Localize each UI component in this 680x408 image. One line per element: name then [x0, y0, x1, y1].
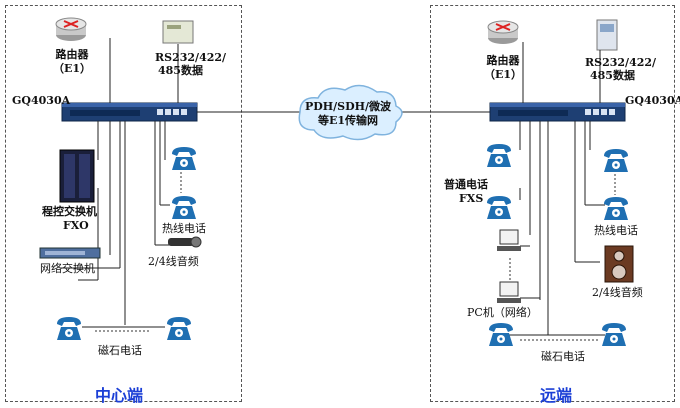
- right-pc-label: PC机（网络）: [467, 306, 538, 319]
- left-router-label: 路由器: [55, 48, 89, 61]
- left-device-label: GQ4030A: [12, 94, 71, 107]
- left-audio-label: 2/4线音频: [148, 255, 199, 268]
- right-hotline-label: 热线电话: [594, 224, 638, 237]
- left-hotline-phone-1-icon: [172, 147, 196, 170]
- cloud-label-2: 等E1传输网: [317, 114, 379, 127]
- pbx-fxo-label: FXO: [63, 219, 89, 232]
- remote-zone-label: 远端: [540, 386, 573, 405]
- speaker-icon: [604, 245, 634, 283]
- right-hotline-phone-1-icon: [604, 149, 628, 172]
- right-device-label: GQ4030A: [625, 94, 680, 107]
- network-switch-icon: [39, 247, 101, 259]
- cloud-label-1: PDH/SDH/微波: [304, 100, 392, 113]
- left-magneto-phone-1-icon: [57, 317, 81, 340]
- left-magneto-phone-2-icon: [167, 317, 191, 340]
- right-fxs-phone-2-icon: [487, 196, 511, 219]
- right-pc-2-icon: [497, 281, 521, 303]
- right-router-icon: [487, 20, 519, 44]
- right-serial-label-2: 485数据: [590, 69, 635, 82]
- right-magneto-phone-2-icon: [602, 323, 626, 346]
- right-router-label: 路由器: [486, 54, 520, 67]
- right-router-sub-label: （E1）: [483, 68, 523, 81]
- right-serial-label-1: RS232/422/: [585, 56, 657, 69]
- remote-side-frame: [430, 5, 675, 402]
- right-magneto-phone-1-icon: [489, 323, 513, 346]
- left-serial-label-2: 485数据: [158, 64, 203, 77]
- left-magneto-label: 磁石电话: [98, 344, 142, 357]
- left-hotline-phone-2-icon: [172, 196, 196, 219]
- left-hotline-label: 热线电话: [162, 222, 206, 235]
- left-router-icon: [55, 17, 87, 41]
- right-audio-label: 2/4线音频: [592, 286, 643, 299]
- central-side-frame: [5, 5, 242, 402]
- left-serial-device-icon: [162, 20, 194, 44]
- transport-network-cloud: [298, 84, 403, 141]
- network-switch-label: 网络交换机: [40, 262, 95, 275]
- right-fxs-phone-1-icon: [487, 144, 511, 167]
- right-magneto-label: 磁石电话: [541, 350, 585, 363]
- left-serial-label-1: RS232/422/: [155, 51, 227, 64]
- pbx-icon: [59, 149, 95, 203]
- right-pc-1-icon: [497, 229, 521, 251]
- right-fxs-label: FXS: [459, 192, 484, 205]
- microphone-icon: [168, 236, 202, 248]
- pbx-label: 程控交换机: [42, 205, 97, 218]
- right-hotline-phone-2-icon: [604, 197, 628, 220]
- right-serial-device-icon: [596, 19, 618, 51]
- left-router-sub-label: （E1）: [52, 62, 92, 75]
- right-phone-label: 普通电话: [444, 178, 488, 191]
- central-zone-label: 中心端: [95, 386, 144, 405]
